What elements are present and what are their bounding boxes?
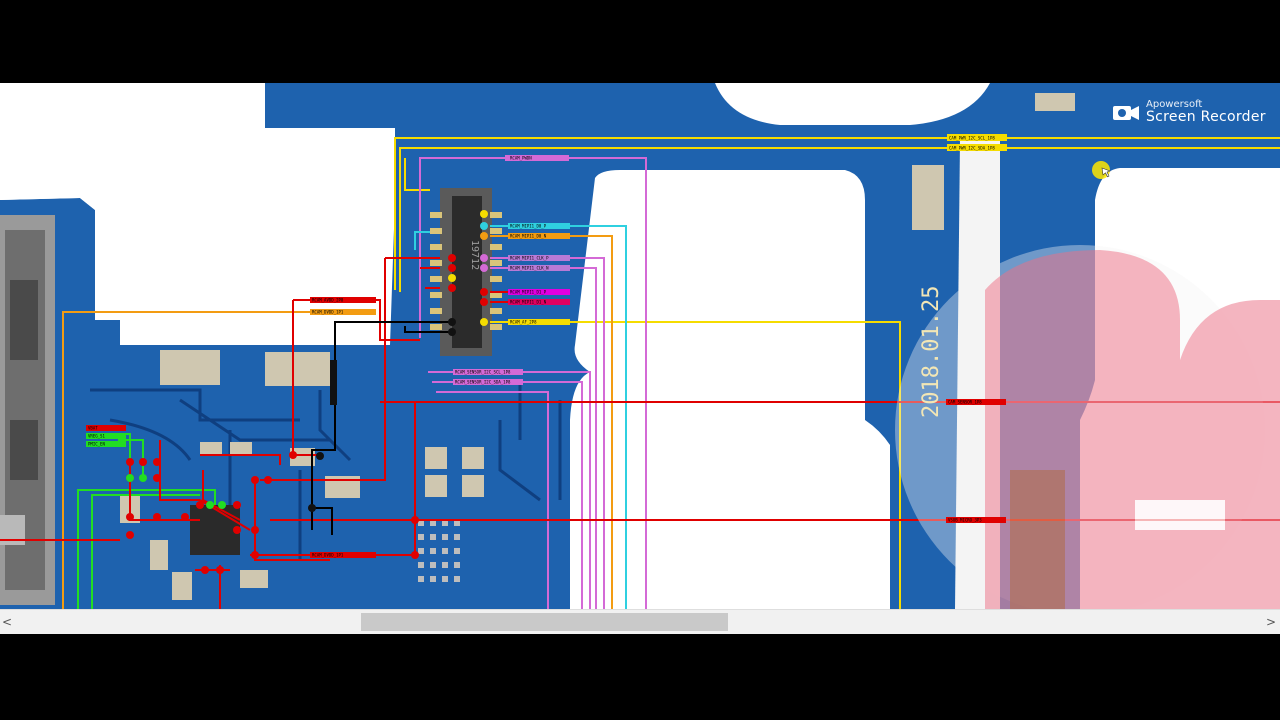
watermark-brand: Apowersoft bbox=[1146, 99, 1203, 110]
pcb-schematic: CAM_PWR_I2C_SCL_1P8 CAM_PWR_I2C_SDA_1P8 … bbox=[0, 83, 1280, 609]
date-marking: 2018.01.25 bbox=[919, 286, 944, 418]
board-connector bbox=[430, 188, 502, 356]
svg-text:RCAM_MIPI1_CLK_P: RCAM_MIPI1_CLK_P bbox=[510, 256, 549, 261]
label-cam-pwr-clk: CAM_PWR_I2C_SCL_1P8 bbox=[949, 136, 995, 141]
bga-chip bbox=[418, 520, 460, 582]
label-rcam-pwdn: RCAM_PWDN bbox=[510, 156, 532, 161]
svg-text:RCAM_AVDD_2P8: RCAM_AVDD_2P8 bbox=[312, 298, 344, 303]
svg-text:VBAT: VBAT bbox=[88, 426, 98, 431]
svg-text:RCAM_AF_2P8: RCAM_AF_2P8 bbox=[510, 320, 537, 325]
net-labels: CAM_PWR_I2C_SCL_1P8 CAM_PWR_I2C_SDA_1P8 … bbox=[86, 134, 1007, 558]
test-points-other bbox=[308, 210, 488, 512]
scroll-right-button[interactable]: > bbox=[1265, 615, 1277, 629]
test-points bbox=[126, 254, 488, 574]
mouse-cursor bbox=[1092, 161, 1111, 179]
board-viewport[interactable]: CAM_PWR_I2C_SCL_1P8 CAM_PWR_I2C_SDA_1P8 … bbox=[0, 83, 1280, 609]
left-shield-bracket bbox=[0, 215, 55, 605]
recorder-watermark: Apowersoft Screen Recorder bbox=[1112, 98, 1266, 126]
svg-text:RCAM_MIPI1_D0_N: RCAM_MIPI1_D0_N bbox=[510, 234, 547, 239]
svg-text:RCAM_DVDD_1P1: RCAM_DVDD_1P1 bbox=[312, 553, 344, 558]
svg-text:VSUB_MICRO_3P3: VSUB_MICRO_3P3 bbox=[948, 518, 982, 523]
svg-text:RCAM_SENSOR_I2C_SDA_1P8: RCAM_SENSOR_I2C_SDA_1P8 bbox=[455, 380, 511, 385]
connector-marking: 19712 bbox=[469, 240, 480, 270]
camera-icon bbox=[1113, 106, 1139, 120]
svg-text:PMIC_EN: PMIC_EN bbox=[88, 442, 105, 447]
black-traces bbox=[311, 321, 452, 535]
svg-text:VREG_S1: VREG_S1 bbox=[88, 434, 105, 439]
svg-text:RCAM_MIPI1_CLK_N: RCAM_MIPI1_CLK_N bbox=[510, 266, 549, 271]
svg-text:RCAM_MIPI1_D1_N: RCAM_MIPI1_D1_N bbox=[510, 300, 547, 305]
watermark-product: Screen Recorder bbox=[1146, 109, 1266, 125]
svg-text:RCAM_MIPI1_D1_P: RCAM_MIPI1_D1_P bbox=[510, 290, 547, 295]
smd-components bbox=[120, 93, 1075, 600]
horizontal-scrollbar[interactable]: < > bbox=[0, 609, 1280, 634]
scroll-left-button[interactable]: < bbox=[1, 615, 13, 629]
pmic-chip bbox=[190, 505, 240, 555]
scrollbar-thumb[interactable] bbox=[361, 613, 728, 631]
svg-text:CAM_SENSOR_1P8: CAM_SENSOR_1P8 bbox=[948, 400, 982, 405]
svg-text:RCAM_DVDD_1P1: RCAM_DVDD_1P1 bbox=[312, 310, 344, 315]
svg-text:RCAM_SENSOR_I2C_SCL_1P8: RCAM_SENSOR_I2C_SCL_1P8 bbox=[455, 370, 511, 375]
test-points-green bbox=[126, 474, 226, 509]
label-cam-pwr-sda: CAM_PWR_I2C_SDA_1P8 bbox=[949, 146, 995, 151]
svg-text:RCAM_MIPI1_D0_P: RCAM_MIPI1_D0_P bbox=[510, 224, 547, 229]
